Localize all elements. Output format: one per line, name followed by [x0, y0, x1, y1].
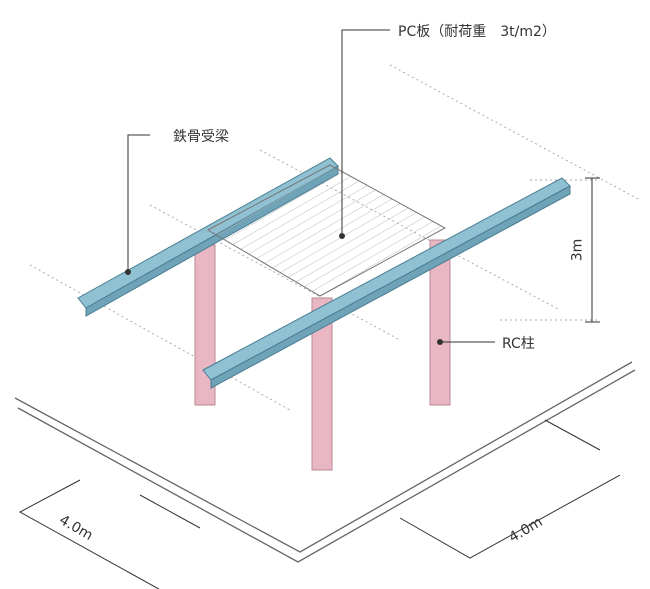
pc-slab-label: PC板（耐荷重 3t/m2） [398, 21, 556, 41]
height-label: 3m [569, 239, 585, 262]
height-dimension [585, 178, 600, 322]
steel-beam-label: 鉄骨受梁 [173, 126, 229, 146]
rc-column-label: RC柱 [502, 333, 535, 353]
dimension-left [20, 480, 200, 589]
